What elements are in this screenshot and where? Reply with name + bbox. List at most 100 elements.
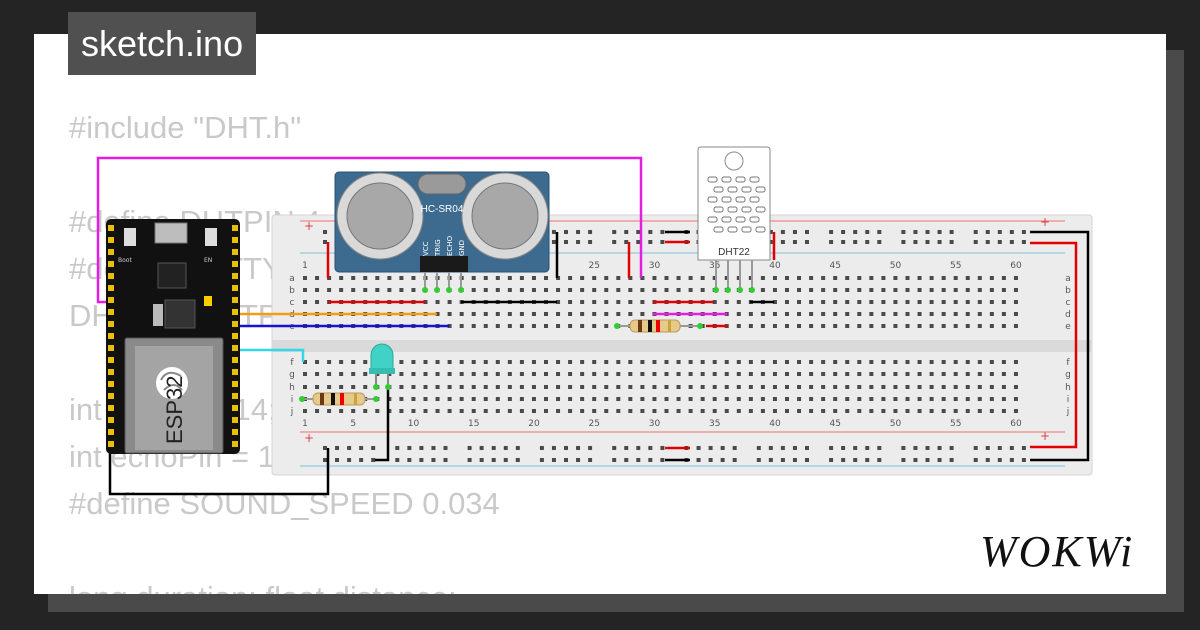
breadboard-hole [941,300,946,304]
breadboard-hole [772,397,777,401]
breadboard-hole [881,300,886,304]
breadboard-hole [760,288,765,292]
breadboard-hole [917,385,922,389]
breadboard-hole [628,300,633,304]
column-number: 20 [528,419,540,429]
breadboard-hole [544,360,548,364]
rail-hole [564,446,568,450]
rail-hole [539,458,544,462]
breadboard-hole [917,360,922,364]
rail-hole [853,230,858,234]
breadboard-hole [495,324,500,328]
rail-hole [395,446,400,450]
breadboard-hole [447,312,452,316]
breadboard-hole [869,288,874,292]
breadboard-hole [821,288,826,292]
breadboard-hole [821,360,826,364]
ultrasonic-pin-end [434,287,440,293]
breadboard-hole [941,288,946,292]
breadboard-hole [471,385,476,389]
rail-hole [588,230,593,234]
breadboard-hole [977,409,982,413]
breadboard-hole [435,360,440,364]
dht22-sensor[interactable]: DHT22 [697,146,771,293]
rail-hole [564,230,568,234]
breadboard-hole [845,409,850,413]
rail-hole [732,458,737,462]
breadboard-hole [652,372,657,376]
rail-hole [419,458,424,462]
breadboard-hole [580,276,585,280]
dht-grill-slot [749,196,760,203]
rail-hole [479,458,484,462]
breadboard-hole [724,385,729,389]
dht-grill-slot [727,186,738,193]
esp32-pin [232,321,238,327]
wire-cyan [232,348,305,362]
breadboard-hole [833,397,838,401]
rail-hole [805,446,809,450]
breadboard-hole [604,372,609,376]
code-line: #include "DHT.h" [69,110,302,145]
row-letter: e [1065,322,1071,332]
rail-hole [624,240,629,244]
breadboard-hole [736,409,741,413]
rail-hole [1021,458,1026,462]
rail-hole [1009,240,1014,244]
breadboard-hole [327,385,332,389]
breadboard-hole [712,360,717,364]
breadboard-holes [303,230,1026,462]
breadboard-hole [363,385,368,389]
breadboard-hole [712,300,717,304]
breadboard-hole [989,360,994,364]
breadboard-hole [315,385,320,389]
column-number: 55 [950,419,961,429]
led-cyan[interactable] [369,343,395,390]
breadboard-hole [736,276,741,280]
rail-hole [696,446,701,450]
dht-grill-slot [707,216,718,223]
breadboard-hole [772,312,777,316]
breadboard-hole [857,300,862,304]
esp32-pin [232,345,238,351]
rail-hole [551,446,556,450]
breadboard-hole [917,288,922,292]
breadboard-hole [459,360,464,364]
breadboard-hole [736,312,741,316]
breadboard-hole [640,385,645,389]
resistor-1[interactable] [614,319,703,333]
breadboard-hole [315,276,320,280]
breadboard-hole [471,288,476,292]
breadboard-hole [544,385,548,389]
breadboard-hole [1013,397,1018,401]
breadboard-hole [785,324,789,328]
breadboard-hole [363,288,368,292]
breadboard-hole [531,276,536,280]
rail-hole [720,446,725,450]
breadboard-hole [676,360,681,364]
breadboard-hole [495,312,500,316]
breadboard-hole [375,276,380,280]
resistor-2[interactable] [299,392,379,406]
breadboard-hole [772,324,777,328]
breadboard-hole [544,312,548,316]
breadboard-hole [760,312,765,316]
breadboard-hole [1013,300,1018,304]
esp32-board[interactable]: Boot EN ESP32 [106,219,240,454]
breadboard-hole [519,385,524,389]
breadboard-hole [580,385,585,389]
breadboard-hole [881,409,886,413]
dht-grill-slot [721,216,732,223]
rail-hole [467,446,472,450]
breadboard-hole [363,409,368,413]
breadboard-hole [965,300,970,304]
row-letter: j [290,407,294,417]
rail-hole [323,446,327,450]
breadboard-hole [977,276,982,280]
breadboard-hole [592,385,597,389]
rail-hole [479,446,484,450]
breadboard-hole [881,324,886,328]
breadboard-hole [724,360,729,364]
